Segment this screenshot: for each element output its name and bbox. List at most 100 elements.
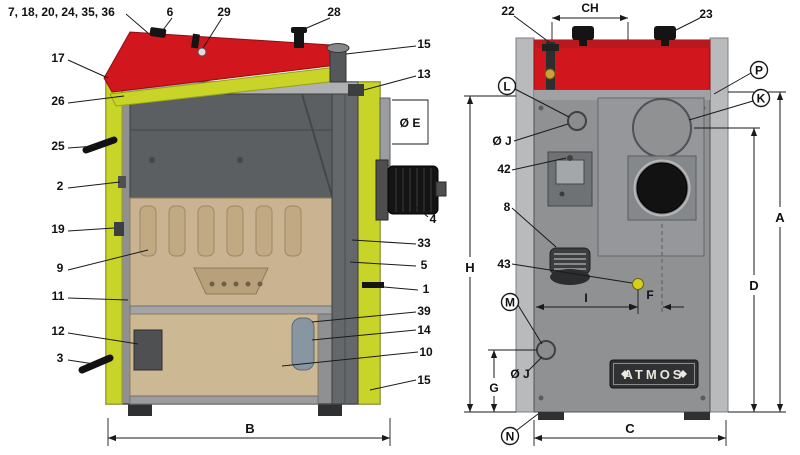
hood-knob	[149, 27, 167, 38]
callout-9: 9	[57, 261, 64, 275]
callout-labels: 7, 18, 20, 24, 35, 36 6 29 28 17 26 25 2…	[8, 1, 789, 446]
thermometer-well	[197, 47, 207, 57]
boiler-leg	[128, 404, 152, 416]
ignition-louver	[549, 247, 591, 285]
upper-door-handle	[82, 136, 118, 154]
dim-e-bracket	[392, 99, 429, 145]
left-view-cross-section	[78, 27, 447, 416]
safety-valve	[542, 42, 559, 90]
callout-2: 2	[57, 179, 64, 193]
boiler-leg	[684, 412, 710, 420]
upper-panel	[597, 97, 705, 257]
top-cap	[654, 26, 676, 40]
callout-1: 1	[423, 282, 430, 296]
sensor-pocket	[348, 84, 364, 96]
callout-22: 22	[501, 4, 515, 18]
burner-opening	[636, 162, 688, 214]
circled-k-label: K	[757, 92, 766, 106]
callout-28: 28	[327, 5, 341, 19]
callout-29: 29	[217, 5, 231, 19]
svg-text:D: D	[749, 278, 758, 293]
flue-flange	[379, 97, 391, 167]
dim-e-label: Ø E	[400, 116, 421, 130]
top-cover	[533, 26, 711, 91]
callout-8: 8	[504, 200, 511, 214]
dim-ch-label: CH	[581, 1, 598, 15]
dim-i-label: I	[584, 291, 587, 305]
top-pipe	[294, 30, 304, 48]
top-pipe-cap	[291, 27, 307, 33]
callout-14: 14	[417, 323, 431, 337]
callout-11: 11	[52, 289, 65, 303]
svg-text:G: G	[489, 381, 498, 395]
top-cap	[572, 26, 594, 40]
circled-callout-k: K	[751, 88, 771, 108]
callout-5: 5	[421, 258, 428, 272]
svg-text:H: H	[465, 260, 474, 275]
burner-nozzle	[193, 267, 269, 295]
right-view-front: ATMOS	[515, 26, 729, 420]
upper-chamber	[129, 93, 333, 199]
callout-42: 42	[497, 162, 511, 176]
dim-f-label: F	[646, 288, 653, 302]
flue-outlet-hole	[632, 98, 692, 158]
brand-label: ATMOS	[624, 367, 685, 382]
callout-26: 26	[51, 94, 65, 108]
svg-text:A: A	[775, 210, 785, 225]
dim-j-top-label: Ø J	[492, 134, 511, 148]
reference-point	[632, 278, 644, 290]
callout-25: 25	[51, 139, 65, 153]
dim-j-bottom-label: Ø J	[510, 367, 529, 381]
callout-13: 13	[417, 67, 431, 81]
circled-m-label: M	[505, 296, 515, 310]
dim-g-label: G	[485, 378, 503, 396]
firebox-chamber	[129, 197, 333, 307]
circled-p-label: P	[755, 64, 763, 78]
brand-plate: ATMOS	[609, 359, 699, 389]
lower-chamber	[129, 313, 319, 405]
right-side-panel	[357, 81, 381, 405]
circled-callout-m: M	[500, 292, 520, 312]
rear-duct-element	[291, 317, 315, 371]
rear-flue-duct	[331, 93, 384, 405]
upper-connection-hole	[567, 111, 587, 131]
dim-a-label: A	[771, 207, 789, 227]
sensor-dot	[567, 155, 573, 161]
circled-l-label: L	[503, 80, 510, 94]
callout-group-top-left: 7, 18, 20, 24, 35, 36	[8, 5, 115, 19]
callout-10: 10	[419, 345, 433, 359]
side-wall-right	[709, 37, 729, 413]
ash-box	[133, 329, 163, 371]
flue-stub	[326, 43, 350, 83]
callout-6: 6	[167, 5, 174, 19]
door-hinge	[114, 222, 124, 236]
callout-23: 23	[699, 7, 713, 21]
circled-callout-l: L	[497, 76, 517, 96]
callout-39: 39	[417, 304, 431, 318]
boiler-leg	[538, 412, 564, 420]
callout-4: 4	[430, 212, 437, 226]
callout-3: 3	[57, 351, 64, 365]
callout-17: 17	[51, 51, 65, 65]
hood-knob	[191, 33, 200, 49]
diamond-icon	[621, 370, 629, 378]
callout-33: 33	[417, 236, 431, 250]
chamber-divider	[129, 305, 333, 315]
diamond-icon	[679, 370, 687, 378]
callout-15-bottom: 15	[417, 373, 431, 387]
circled-callout-n: N	[500, 426, 520, 446]
dimension-lines	[107, 14, 786, 446]
callout-43: 43	[497, 257, 511, 271]
dim-h-label: H	[461, 257, 479, 277]
boiler-leg	[318, 404, 342, 416]
lower-door-handle	[78, 354, 114, 374]
circled-callout-p: P	[749, 60, 769, 80]
callout-15-top: 15	[417, 37, 431, 51]
door-latch	[118, 176, 126, 188]
lower-connection-hole	[536, 340, 556, 360]
dim-b-label: B	[245, 421, 254, 436]
callout-19: 19	[51, 222, 65, 236]
control-panel	[547, 151, 593, 207]
